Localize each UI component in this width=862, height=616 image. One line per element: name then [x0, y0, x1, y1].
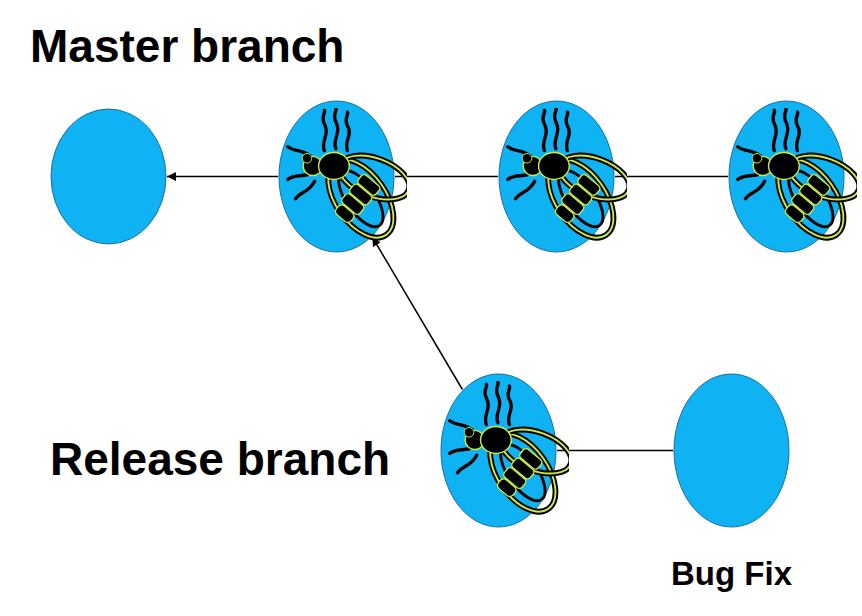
commit-link: [395, 176, 498, 178]
ellipse-outline: [278, 100, 395, 253]
bug-commit-node: [728, 100, 845, 253]
commit-link: [372, 237, 462, 390]
node-caption: Bug Fix: [671, 557, 792, 590]
branch-label: Master branch: [30, 23, 344, 69]
commit-link: [615, 176, 728, 178]
commit-node: [50, 108, 167, 245]
commit-link: [557, 450, 673, 452]
bug-icon: [508, 108, 635, 249]
commit-node: Bug Fix: [673, 373, 790, 528]
branch-label: Release branch: [50, 436, 390, 482]
bug-icon: [450, 382, 577, 523]
ellipse-outline: [50, 108, 167, 245]
bug-commit-node: [440, 373, 557, 528]
bug-commit-node: [278, 100, 395, 253]
ellipse-outline: [673, 373, 790, 528]
ellipse-outline: [498, 100, 615, 253]
ellipse-outline: [440, 373, 557, 528]
ellipse-outline: [728, 100, 845, 253]
commit-link: [167, 176, 278, 178]
bug-icon: [288, 108, 415, 249]
bug-icon: [738, 108, 862, 249]
bug-commit-node: [498, 100, 615, 253]
